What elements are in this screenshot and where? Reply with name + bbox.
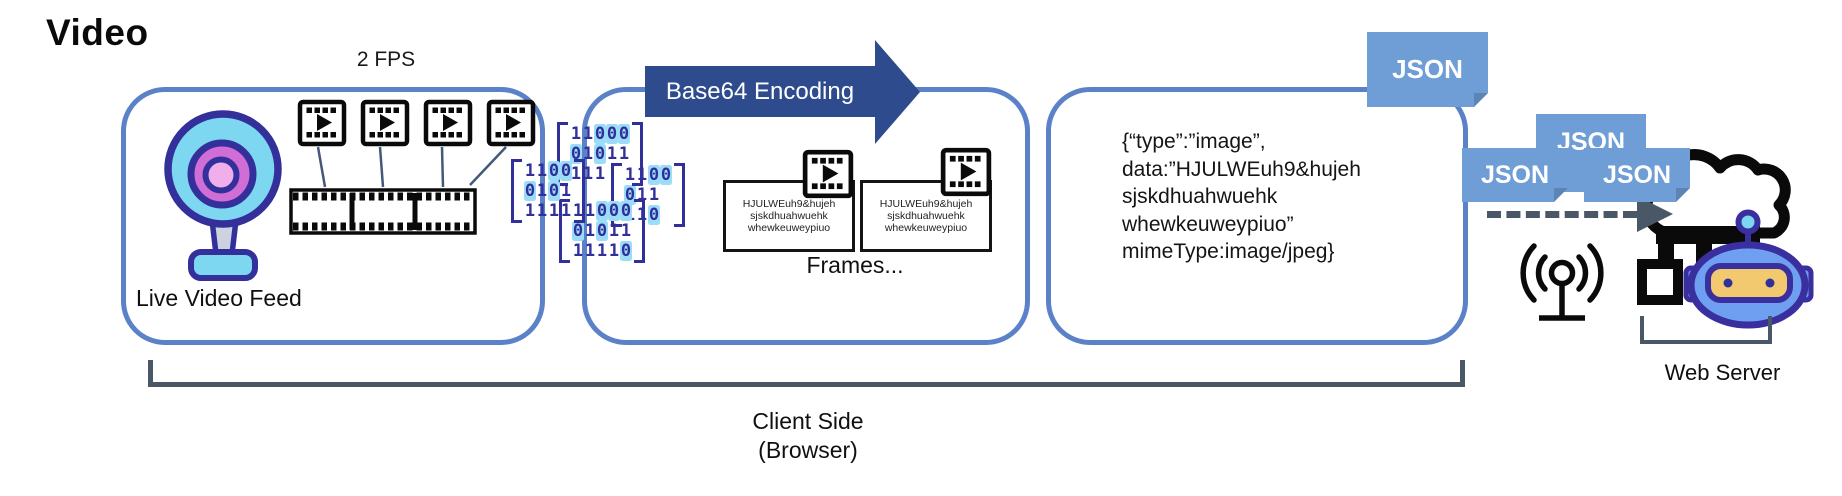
json-badge-label: JSON xyxy=(1392,54,1463,84)
live-video-feed-box xyxy=(121,87,545,345)
client-side-bracket xyxy=(148,360,1465,387)
broadcast-antenna-icon xyxy=(1520,243,1604,321)
json-badge-label: JSON xyxy=(1480,160,1550,189)
video-frame-icon xyxy=(802,149,854,199)
fps-label: 2 FPS xyxy=(356,48,416,71)
video-frame-icon xyxy=(486,99,536,147)
video-frame-icon xyxy=(297,99,347,147)
json-payload-text: {“type”:”image”, data:”HJULWEuh9&hujeh s… xyxy=(1122,130,1361,263)
page-title: Video xyxy=(46,12,149,53)
frames-label: Frames... xyxy=(806,252,904,278)
base64-arrow-head-icon xyxy=(875,40,920,144)
json-badge: JSON xyxy=(1584,148,1690,202)
json-payload-box xyxy=(1046,87,1468,345)
base64-encoding-arrow: Base64 Encoding xyxy=(645,66,875,117)
base64-frame-text: HJULWEuh9&hujeh sjskdhuahwuehk whewkeuwe… xyxy=(879,198,973,234)
transfer-arrow-head-icon xyxy=(1637,196,1673,232)
video-frame-icon xyxy=(360,99,410,147)
client-side-label: Client Side (Browser) xyxy=(658,407,958,465)
web-server-bracket xyxy=(1640,316,1772,344)
webcam-icon xyxy=(164,110,282,281)
json-badge-label: JSON xyxy=(1602,160,1672,189)
web-server-label: Web Server xyxy=(1664,360,1781,385)
client-side-line2: (Browser) xyxy=(758,437,858,463)
base64-frame-text: HJULWEuh9&hujeh sjskdhuahwuehk whewkeuwe… xyxy=(742,198,836,234)
frame-connector-lines xyxy=(316,146,507,188)
film-strip-icon xyxy=(289,188,477,235)
video-frame-icon xyxy=(940,147,992,197)
json-badge: JSON xyxy=(1462,148,1568,202)
json-badge: JSON xyxy=(1367,32,1488,107)
client-side-line1: Client Side xyxy=(752,408,864,434)
base64-encoding-label: Base64 Encoding xyxy=(665,77,855,105)
video-frame-icon xyxy=(423,99,473,147)
encoded-frame-card: HJULWEuh9&hujeh sjskdhuahwuehk whewkeuwe… xyxy=(723,180,855,252)
transfer-dashed-line xyxy=(1487,211,1637,218)
